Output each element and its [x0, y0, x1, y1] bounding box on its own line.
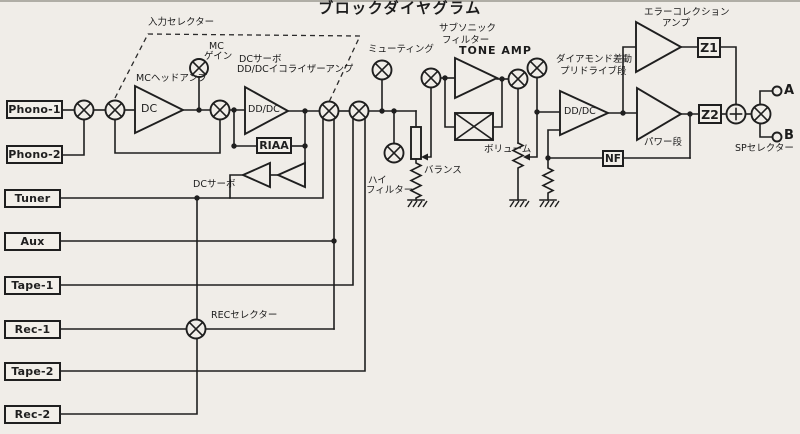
switch-icon-mc-gain: [189, 58, 209, 78]
label-error-amp-1: エラーコレクション: [644, 7, 730, 18]
ground-volume: [509, 199, 530, 208]
mc-head-amp-triangle: [134, 84, 186, 135]
label-subsonic-2: フィルター: [442, 35, 490, 46]
input-box-phono-2: Phono-2: [6, 145, 63, 164]
label-power-stage: パワー段: [644, 137, 683, 148]
terminal-b-icon: [771, 131, 783, 143]
volume-wiper-arrow: [523, 153, 530, 161]
page-title: ブロックダイヤグラム: [318, 0, 482, 17]
label-diamond-1: ダイアモンド差動: [556, 54, 633, 65]
switch-icon-sp-selector: [750, 103, 772, 125]
switch-icon-tone-in: [420, 67, 442, 89]
volume-potentiometer: [511, 141, 530, 201]
dc-servo-triangle-2: [240, 161, 271, 189]
tone-network-box: [453, 111, 495, 142]
ground-balance: [407, 199, 428, 208]
label-mc-amp-dc: DC: [141, 102, 158, 115]
input-box-tuner: Tuner: [4, 189, 61, 208]
switch-icon-subsonic: [526, 57, 548, 79]
nf-block: NF: [602, 150, 624, 167]
input-box-tape-2: Tape-2: [4, 362, 61, 381]
balance-potentiometer: [409, 126, 428, 201]
input-selector-outline: [114, 33, 362, 103]
label-volume: ボリューム: [484, 144, 532, 155]
label-mc-gain: ゲイン: [204, 51, 233, 62]
input-box-rec-2: Rec-2: [4, 405, 61, 424]
label-dc-servo-eq: DCサーボ: [239, 54, 282, 65]
volume-resistor: [511, 141, 525, 201]
label-error-amp-2: アンプ: [662, 18, 690, 29]
input-box-aux: Aux: [4, 232, 61, 251]
switch-icon-input-selector-a: [318, 100, 340, 122]
balance-resistor: [409, 158, 423, 201]
label-dc-servo: DCサーボ: [193, 179, 236, 190]
riaa-block: RIAA: [256, 137, 292, 154]
switch-icons: [73, 57, 772, 340]
label-mc: MC: [209, 41, 224, 52]
switch-icon-phono-1: [73, 99, 95, 121]
z1-block: Z1: [697, 37, 721, 58]
predrive-amp-triangle: [559, 89, 611, 137]
junction-dots: [194, 75, 693, 244]
label-sp-selector: SPセレクター: [735, 143, 794, 154]
label-terminal-a: A: [784, 83, 795, 98]
power-amp-triangle: [636, 86, 683, 142]
ground-nf: [539, 199, 560, 208]
label-balance: バランス: [424, 165, 462, 176]
summing-node-icon: [725, 103, 747, 125]
z2-block: Z2: [698, 104, 722, 124]
wires: [59, 46, 773, 415]
switch-icon-mc-bypass: [209, 99, 231, 121]
balance-wiper-arrow: [421, 153, 428, 161]
ground-symbols: [407, 199, 560, 208]
label-driver-dddc: DD/DC: [564, 106, 596, 117]
dc-servo-triangle-1: [275, 161, 306, 189]
switch-icon-tone-out: [507, 68, 529, 90]
terminal-a-icon: [771, 85, 783, 97]
label-eq-amp-dddc: DD/DC: [248, 104, 280, 115]
equalizer-amp-triangle: [244, 85, 290, 136]
label-mc-head-amp: MCヘッドアンプ: [136, 73, 208, 84]
label-hi-filter-2: フィルター: [366, 185, 414, 196]
amplifier-triangles: [134, 20, 683, 189]
input-box-phono-1: Phono-1: [6, 100, 63, 119]
label-input-selector: 入力セレクター: [148, 17, 215, 28]
switch-icon-input-selector-b: [348, 100, 370, 122]
error-correction-amp-triangle: [635, 20, 683, 74]
label-subsonic-1: サブソニック: [439, 23, 497, 34]
output-terminals: [771, 85, 783, 143]
input-box-rec-1: Rec-1: [4, 320, 61, 339]
input-box-tape-1: Tape-1: [4, 276, 61, 295]
label-muting: ミューティング: [368, 44, 434, 55]
nf-divider-resistor: [541, 157, 555, 201]
switch-icon-phono-2: [104, 99, 126, 121]
switch-icon-muting: [371, 59, 393, 81]
tone-amp-triangle: [454, 56, 500, 100]
switch-icon-rec-selector: [185, 318, 207, 340]
label-eq-amp: DD/DCイコライザーアンプ: [237, 64, 354, 75]
label-diamond-2: プリドライブ段: [560, 66, 627, 77]
label-hi-filter-1: ハイ: [368, 175, 387, 186]
label-terminal-b: B: [784, 128, 794, 143]
label-tone-amp: TONE AMP: [459, 44, 532, 57]
label-rec-selector: RECセレクター: [211, 310, 278, 321]
switch-icon-hi-filter: [383, 142, 405, 164]
